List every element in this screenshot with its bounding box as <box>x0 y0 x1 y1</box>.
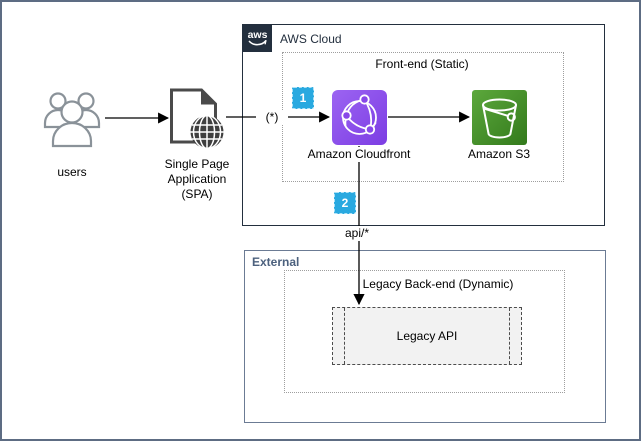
users-label: users <box>57 165 87 179</box>
aws-logo-tab: aws <box>243 25 272 52</box>
s3-bucket-icon <box>482 98 517 139</box>
external-title: External <box>252 255 300 269</box>
legacy-api-right-divider <box>509 308 510 364</box>
spa-label-line2: Application <box>167 172 227 186</box>
edge-label-default-route: (*) <box>256 110 288 125</box>
legacy-api-label: Legacy API <box>396 329 458 343</box>
users-node <box>41 88 103 148</box>
s3-label: Amazon S3 <box>467 147 531 161</box>
legacy-api-left-divider <box>344 308 345 364</box>
legacy-backend-title: Legacy Back-end (Dynamic) <box>362 277 514 291</box>
legacy-api-node: Legacy API <box>332 307 522 365</box>
step-1-badge: 1 <box>292 87 314 109</box>
cloudfront-icon <box>341 94 377 135</box>
front-end-title: Front-end (Static) <box>375 57 469 71</box>
spa-label-line3: (SPA) <box>181 187 213 201</box>
aws-cloud-title: AWS Cloud <box>280 32 342 46</box>
spa-label: Single Page Application (SPA) <box>147 157 247 202</box>
spa-label-line1: Single Page <box>164 157 230 171</box>
aws-logo-text: aws <box>248 29 268 41</box>
aws-cloud-group: aws AWS Cloud <box>242 24 605 226</box>
legacy-backend-group <box>284 270 565 393</box>
external-group <box>244 250 606 423</box>
spa-node <box>168 86 226 152</box>
spa-document-globe-icon <box>170 88 224 150</box>
step-2-badge: 2 <box>334 192 356 214</box>
cloudfront-label: Amazon Cloudfront <box>289 147 429 162</box>
users-icon <box>43 92 101 148</box>
s3-node <box>472 90 527 145</box>
edge-label-api-route: api/* <box>337 226 377 241</box>
cloudfront-node <box>332 90 387 145</box>
aws-logo-icon: aws <box>248 29 268 46</box>
